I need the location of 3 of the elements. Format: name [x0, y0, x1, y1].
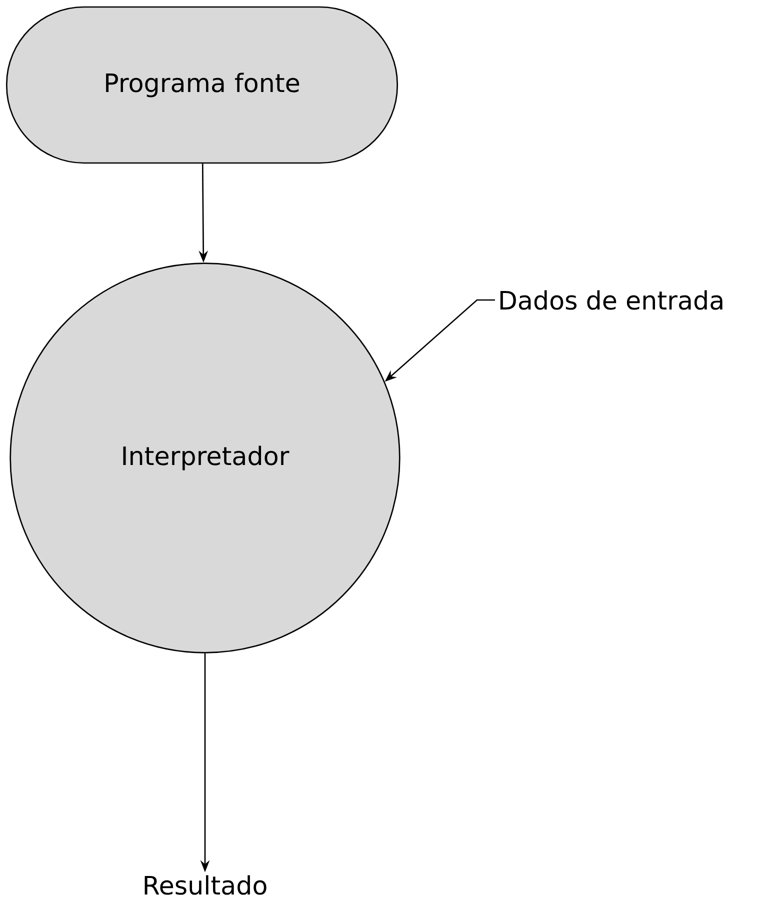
output-label: Resultado [144, 875, 266, 895]
terminal-box: Programa fonte [6, 6, 398, 164]
input-label: Dados de entrada [500, 290, 722, 310]
